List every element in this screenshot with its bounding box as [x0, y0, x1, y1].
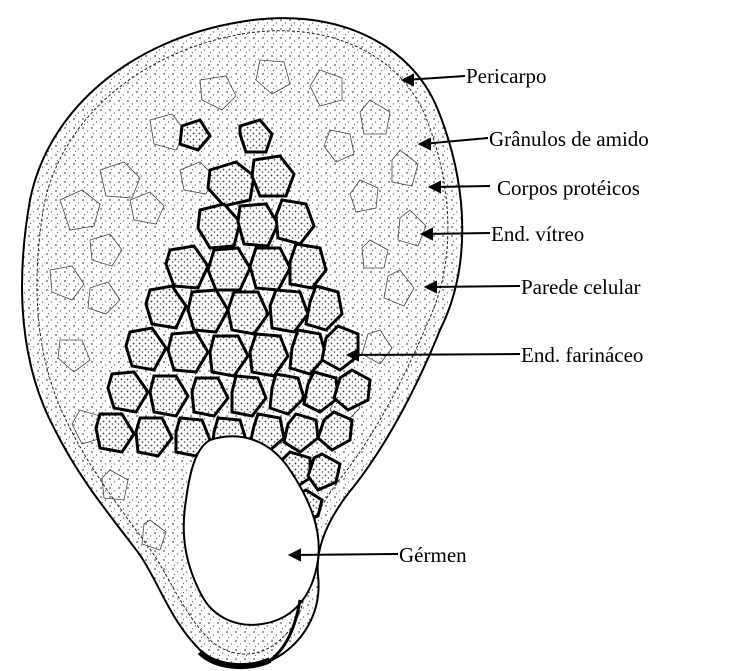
label-pericarpo: Pericarpo — [466, 64, 546, 88]
label-parede-celular: Parede celular — [521, 275, 641, 299]
leader-parede — [428, 286, 520, 287]
label-end-farinaceo: End. farináceo — [521, 343, 643, 367]
leader-vitreo — [424, 233, 490, 234]
label-end-vitreo: End. vítreo — [491, 222, 584, 246]
label-germen: Gérmen — [399, 543, 467, 567]
label-corpos-proteicos: Corpos protéicos — [497, 176, 640, 200]
leader-germen — [292, 554, 398, 555]
label-granulos-de-amido: Grânulos de amido — [489, 127, 649, 151]
leader-farinaceo — [350, 354, 520, 355]
